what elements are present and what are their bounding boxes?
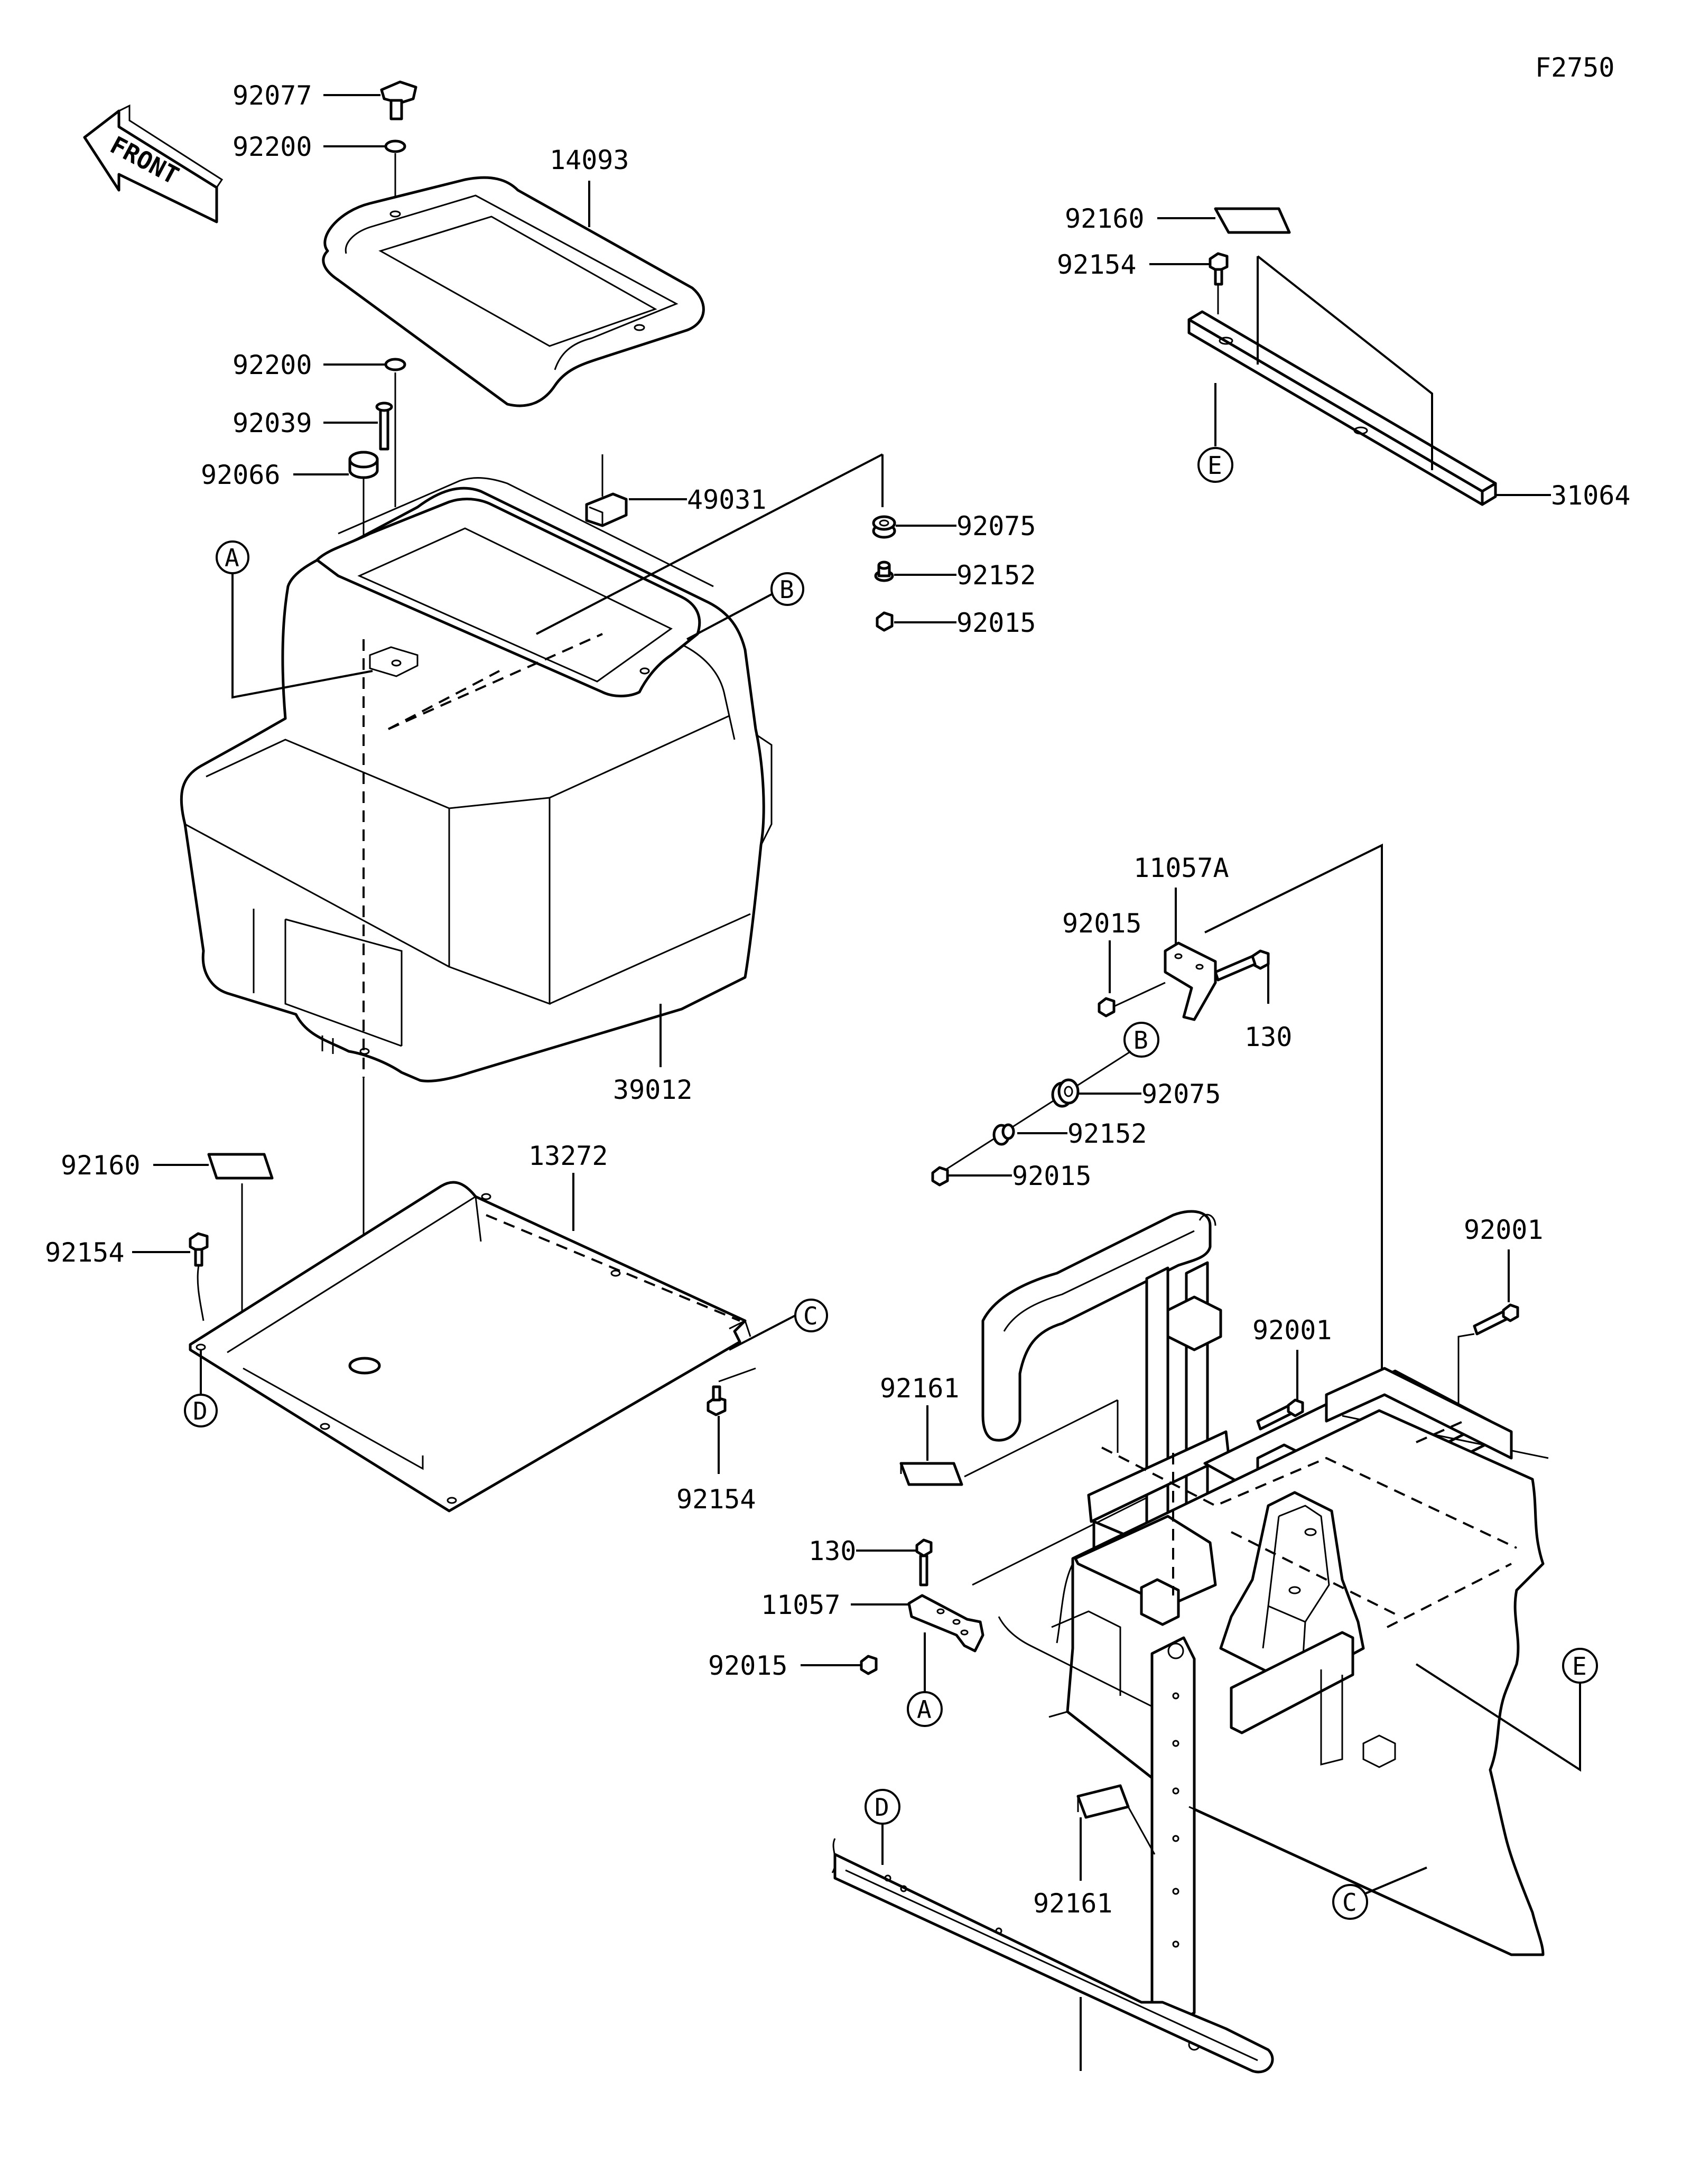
label-92077: 92077 — [233, 80, 312, 111]
nut-92015-top — [876, 611, 894, 632]
callout-c-left: C — [803, 1302, 818, 1330]
label-92154-left: 92154 — [45, 1237, 125, 1268]
grommet-92075-top — [872, 515, 896, 539]
bolt-130-top — [1214, 949, 1270, 982]
block-92161-left — [899, 1462, 963, 1486]
label-92001-mid: 92001 — [1252, 1315, 1332, 1346]
label-130-bottom: 130 — [809, 1536, 856, 1566]
bracket-11057A — [1164, 941, 1217, 1021]
rivet-92039 — [375, 402, 393, 451]
knob-bolt-92077 — [380, 80, 417, 120]
tag-92160-left — [207, 1153, 274, 1180]
label-92161-right: 92161 — [1033, 1888, 1113, 1919]
diagram-code: F2750 — [1535, 52, 1615, 83]
lid-14093 — [322, 176, 705, 407]
label-92160-left: 92160 — [61, 1150, 141, 1181]
bracket-11057 — [907, 1594, 984, 1653]
callout-b-top: B — [779, 575, 794, 604]
bolt-92001-mid — [1256, 1398, 1304, 1431]
label-92161-left: 92161 — [880, 1373, 960, 1404]
callout-b-right: B — [1133, 1026, 1148, 1054]
callout-e-right: E — [1572, 1652, 1587, 1681]
label-92200-top: 92200 — [233, 132, 312, 162]
front-arrow-icon: FRONT — [83, 104, 224, 223]
callout-d-left: D — [193, 1397, 208, 1425]
collar-92152-top — [874, 561, 894, 582]
grommet-92075-right — [1051, 1078, 1080, 1108]
label-92015-top: 92015 — [956, 608, 1036, 638]
label-14093: 14093 — [550, 145, 629, 175]
callout-d-right: D — [875, 1793, 889, 1822]
reference-frame — [831, 1210, 1549, 2074]
label-92154-bottom: 92154 — [676, 1484, 756, 1515]
label-92152-right: 92152 — [1067, 1118, 1147, 1149]
callout-a-top: A — [225, 544, 239, 572]
label-92075-top: 92075 — [956, 511, 1036, 542]
storage-box-39012 — [180, 477, 773, 1082]
callout-e-top: E — [1207, 451, 1222, 480]
cap-92066 — [348, 451, 379, 479]
block-92161-right — [1076, 1784, 1130, 1819]
label-92160-right: 92160 — [1065, 203, 1145, 234]
label-130-top: 130 — [1244, 1022, 1292, 1052]
collar-92152-right — [992, 1123, 1015, 1146]
tag-92160-right — [1214, 207, 1291, 234]
label-11057: 11057 — [761, 1590, 841, 1620]
label-39012: 39012 — [613, 1075, 693, 1105]
nut-92015-right-c — [860, 1655, 878, 1675]
bolt-130-bottom — [915, 1538, 933, 1586]
nut-92015-right-b — [931, 1166, 949, 1187]
label-92039: 92039 — [233, 408, 312, 438]
label-31064: 31064 — [1551, 480, 1631, 511]
label-92001-right: 92001 — [1464, 1215, 1544, 1245]
callout-a-right: A — [917, 1695, 932, 1724]
bolt-92154-right — [1209, 252, 1229, 286]
label-92154-right: 92154 — [1057, 249, 1137, 280]
bar-31064 — [1187, 310, 1497, 506]
label-92015-right-b: 92015 — [1012, 1161, 1092, 1191]
label-92066: 92066 — [201, 460, 281, 490]
nut-92015-right-a — [1098, 997, 1116, 1018]
bolt-92001-right — [1473, 1303, 1519, 1336]
label-92152-top: 92152 — [956, 560, 1036, 591]
bolt-92154-left — [189, 1232, 209, 1267]
label-92075-right: 92075 — [1141, 1079, 1221, 1109]
label-13272: 13272 — [528, 1141, 608, 1171]
label-92015-right-a: 92015 — [1062, 908, 1142, 939]
plate-13272 — [189, 1181, 751, 1513]
bolt-92154-bottom — [707, 1385, 727, 1416]
label-49031: 49031 — [687, 484, 767, 515]
callout-c-right: C — [1342, 1888, 1357, 1917]
label-92015-right-c: 92015 — [708, 1650, 788, 1681]
label-92200-mid: 92200 — [233, 350, 312, 380]
label-11057A: 11057A — [1133, 853, 1229, 883]
latch-49031 — [585, 492, 628, 527]
